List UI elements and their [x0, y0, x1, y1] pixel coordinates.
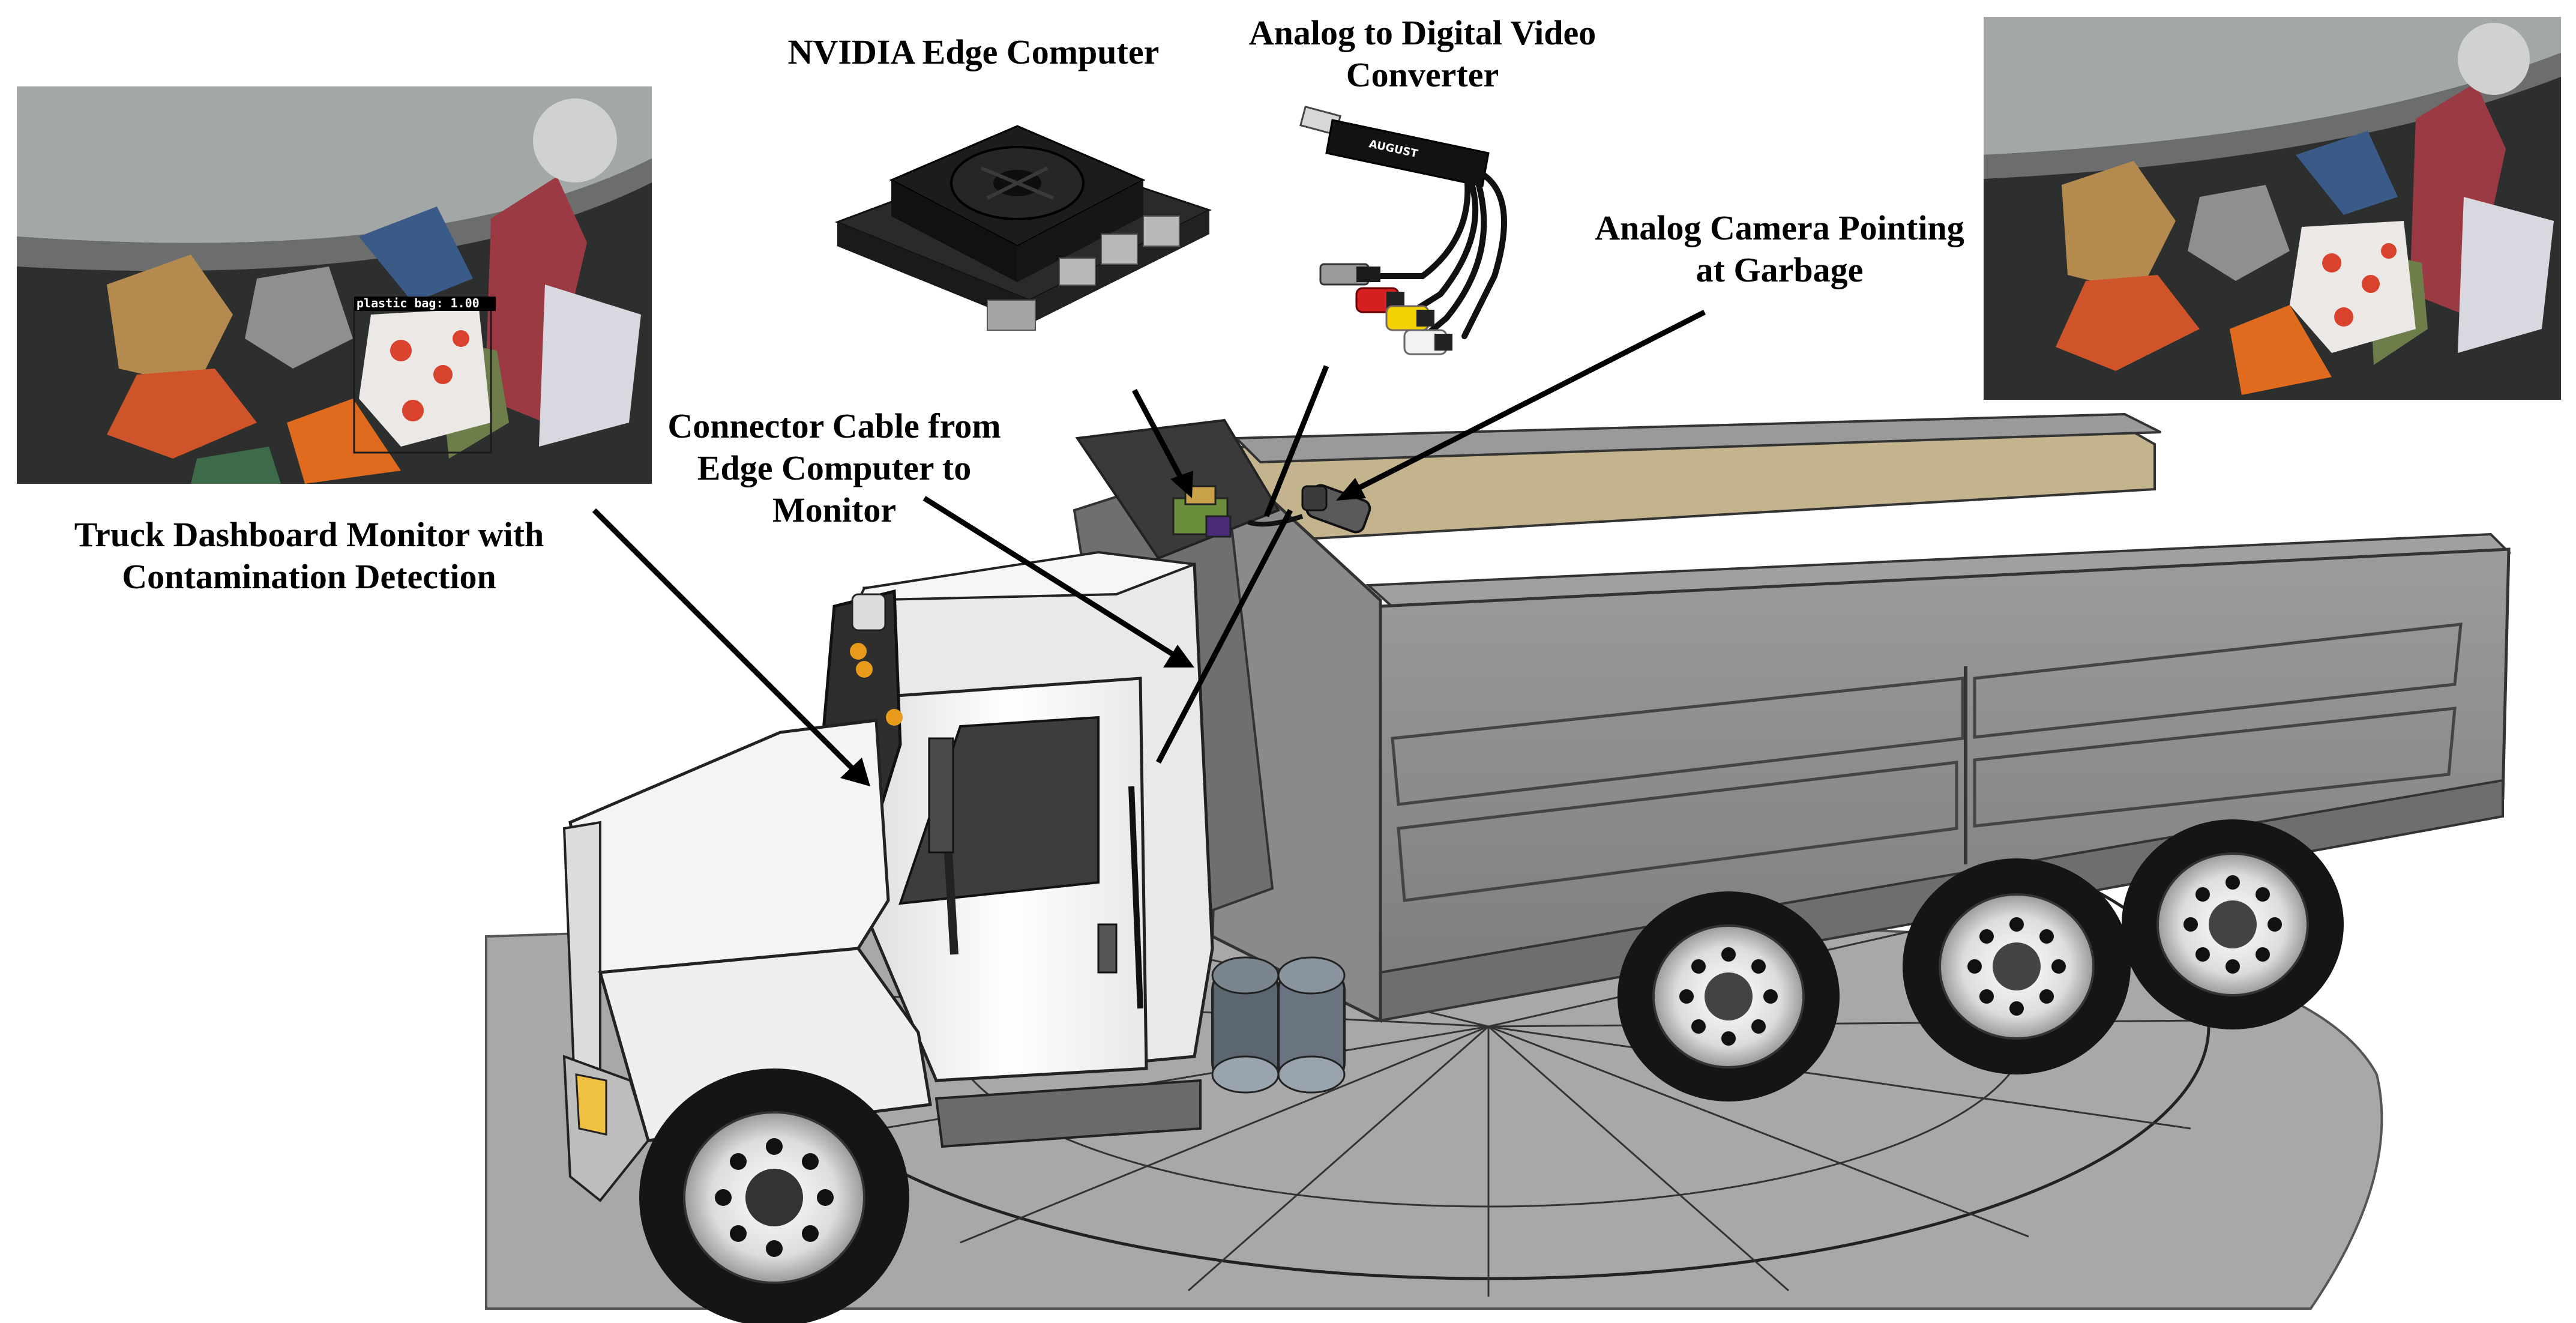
- converter-label-line1: Analog to Digital Video: [1248, 13, 1596, 52]
- monitor-label-line1: Truck Dashboard Monitor with: [74, 515, 544, 554]
- garbage-view-detection: plastic bag: 1.00: [17, 86, 652, 484]
- pointer-arrows: [592, 309, 1706, 786]
- svideo-connector: [1319, 263, 1380, 286]
- rca-white: [1403, 329, 1452, 355]
- monitor-arrow: [592, 508, 861, 777]
- cable-label-line2: Edge Computer to: [697, 448, 972, 487]
- nvidia-edge-computer-image: [834, 125, 1212, 331]
- video-converter-label: Analog to Digital Video Converter: [1200, 12, 1645, 96]
- converter-arrow-2: [1156, 508, 1293, 764]
- cable-label-line1: Connector Cable from: [667, 406, 1001, 445]
- monitor-label-line2: Contamination Detection: [122, 557, 496, 596]
- garbage-view-raw: [1984, 17, 2561, 400]
- camera-label-line1: Analog Camera Pointing: [1595, 208, 1964, 247]
- rear-wheels: [1618, 819, 2344, 1101]
- mounted-edge-computer: [1172, 485, 1232, 538]
- detection-camera-frame: plastic bag: 1.00: [17, 86, 652, 484]
- dashboard-monitor-label: Truck Dashboard Monitor with Contaminati…: [36, 514, 582, 598]
- camera-arrow: [1349, 309, 1706, 495]
- plastic-bag: [359, 309, 491, 447]
- plastic-bag-raw: [2290, 221, 2416, 353]
- video-converter-image: AUGUST: [1299, 105, 1507, 355]
- rca-yellow: [1385, 305, 1434, 331]
- truck-cab: [562, 550, 1214, 1202]
- converter-label-line2: Converter: [1346, 55, 1499, 94]
- edge-computer-arrow: [1132, 388, 1188, 488]
- connector-cable-label: Connector Cable from Edge Computer to Mo…: [642, 405, 1026, 531]
- detection-box-label: plastic bag: 1.00: [357, 296, 480, 310]
- garbage-pile-raw: [2056, 23, 2554, 395]
- connector-cable: [1247, 514, 1304, 527]
- raw-camera-frame: [1984, 17, 2561, 400]
- camera-label-line2: at Garbage: [1696, 250, 1864, 289]
- nvidia-edge-computer-label: NVIDIA Edge Computer: [757, 31, 1190, 73]
- cable-label-line3: Monitor: [772, 490, 897, 529]
- fuel-tanks: [1211, 956, 1346, 1094]
- nvidia-label-text: NVIDIA Edge Computer: [787, 32, 1160, 71]
- cable-arrow: [922, 496, 1184, 663]
- converter-arrow-1: [1263, 365, 1329, 517]
- front-wheel: [639, 1068, 909, 1323]
- analog-camera-label: Analog Camera Pointing at Garbage: [1560, 207, 1999, 291]
